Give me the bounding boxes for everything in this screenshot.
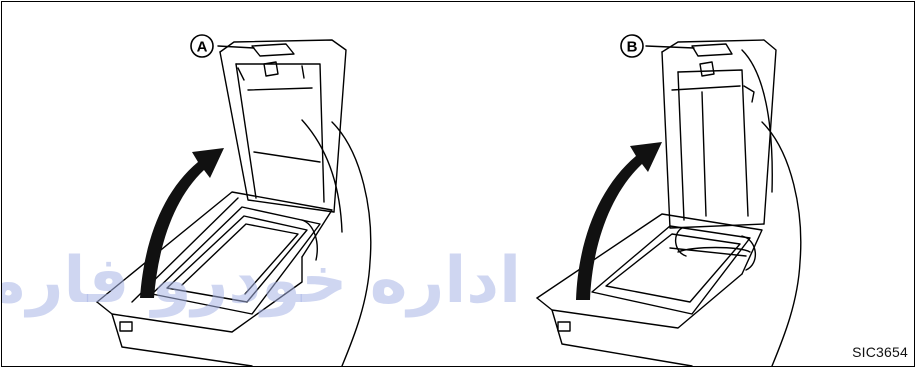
callout-b-letter: B: [627, 39, 638, 56]
callout-a-letter: A: [197, 39, 208, 56]
watermark-text: اداره خودرو فارما: [2, 244, 521, 318]
console-right-view: [537, 40, 801, 366]
callout-b: B: [621, 35, 643, 57]
callout-a: A: [191, 35, 213, 57]
figure-code: SIC3654: [852, 344, 908, 360]
